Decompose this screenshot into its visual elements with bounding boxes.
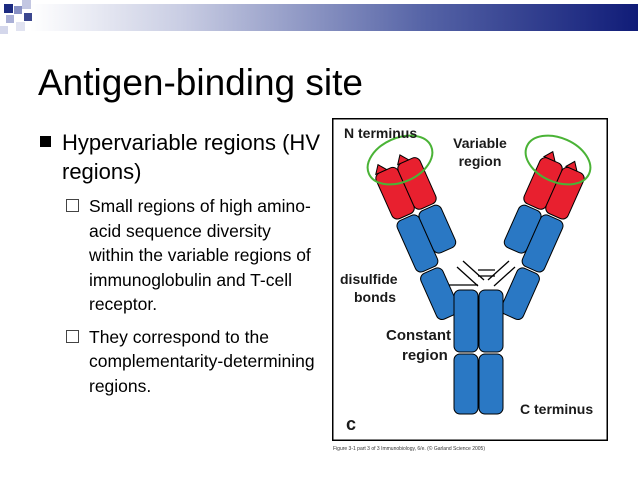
decor-square <box>16 22 25 31</box>
slide-header-bar <box>0 0 638 44</box>
constant-domain <box>478 353 504 415</box>
disulfide-label-2: bonds <box>354 289 396 305</box>
decor-square <box>22 0 31 9</box>
constant-domain <box>478 289 504 353</box>
hypervariable-circle <box>366 134 434 186</box>
right-arm <box>500 150 585 321</box>
figure-caption: Figure 3-1 part 3 of 3 Immunobiology, 6/… <box>333 446 486 452</box>
constant-domain <box>500 267 540 321</box>
n-terminus-label: N terminus <box>344 125 417 141</box>
constant-region-label-2: region <box>402 347 448 364</box>
constant-domain <box>418 204 457 254</box>
constant-region-label: Constant <box>386 327 451 344</box>
decor-square <box>6 15 14 23</box>
constant-domain <box>453 289 479 353</box>
antibody-diagram: N terminus Variable region disulfide bon… <box>332 118 608 441</box>
sub-bullet-text: They correspond to the complementarity-d… <box>89 326 315 396</box>
antibody-svg: N terminus Variable region disulfide bon… <box>332 118 608 441</box>
c-terminus-label: C terminus <box>520 401 593 417</box>
left-arm <box>375 154 460 321</box>
hollow-square-bullet-icon <box>66 199 79 212</box>
decor-square <box>0 26 8 34</box>
sub-bullet-item: They correspond to the complementarity-d… <box>64 325 315 399</box>
decor-square <box>4 4 13 13</box>
constant-domain <box>521 214 564 273</box>
decor-square <box>24 13 32 21</box>
hollow-square-bullet-icon <box>66 329 79 343</box>
panel-letter: c <box>346 414 356 434</box>
stem <box>453 289 504 415</box>
constant-domain <box>453 353 479 415</box>
bullet-list: Hypervariable regions (HV regions) Small… <box>38 128 328 398</box>
variable-region-label-2: region <box>459 153 502 169</box>
constant-domain <box>420 267 460 321</box>
bullet-item: Hypervariable regions (HV regions) <box>38 128 328 186</box>
sub-bullet-text: Small regions of high amino-acid sequenc… <box>89 196 311 314</box>
slide-title: Antigen-binding site <box>38 62 363 103</box>
hinge-lines <box>436 260 516 287</box>
bullet-text: Hypervariable regions (HV regions) <box>62 130 320 184</box>
header-gradient <box>30 4 638 31</box>
decor-square <box>14 6 22 14</box>
hypervariable-circle <box>524 134 592 186</box>
disulfide-label: disulfide <box>340 271 398 287</box>
variable-region-label: Variable <box>453 135 507 151</box>
sub-bullet-item: Small regions of high amino-acid sequenc… <box>64 194 315 317</box>
square-bullet-icon <box>40 136 51 147</box>
